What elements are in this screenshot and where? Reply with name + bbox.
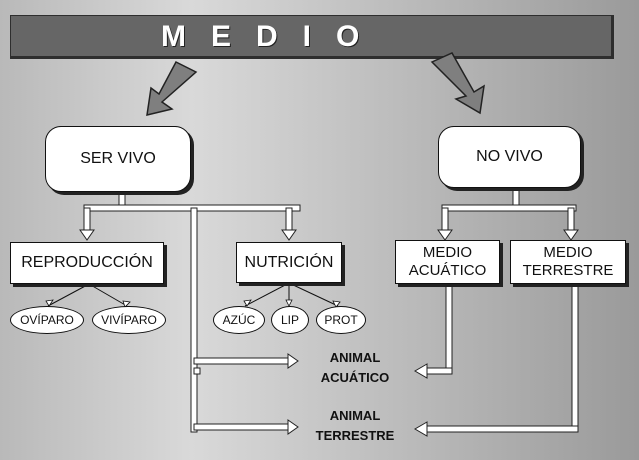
animal-terrestre-label: ANIMAL TERRESTRE: [290, 406, 420, 446]
medio-acuatico-line1: MEDIO: [422, 244, 473, 261]
ser-vivo-label: SER VIVO: [80, 150, 156, 167]
nutricion-label: NUTRICIÓN: [244, 253, 334, 271]
animal-acuatico-label: ANIMAL ACUÁTICO: [298, 348, 412, 388]
ser-vivo-node: SER VIVO: [45, 126, 191, 192]
nutricion-node: NUTRICIÓN: [236, 242, 342, 283]
medio-terrestre-line2: TERRESTRE: [522, 262, 614, 279]
oviparo-label: OVÍPARO: [20, 313, 74, 327]
animal-arrowheads: [287, 353, 428, 437]
medio-terrestre-node: MEDIO TERRESTRE: [510, 240, 626, 284]
diagram-title: MEDIO: [161, 20, 385, 53]
no-vivo-connectors: [441, 187, 577, 234]
azuc-label: AZÚC: [222, 313, 256, 327]
medio-terrestre-line1: MEDIO: [543, 244, 593, 261]
lip-node: LIP: [271, 306, 309, 334]
ser-vivo-arrowheads: [79, 229, 297, 241]
medio-acuatico-node: MEDIO ACUÁTICO: [395, 240, 500, 284]
no-vivo-node: NO VIVO: [438, 126, 581, 188]
lip-label: LIP: [280, 313, 299, 327]
animal-connectors: [193, 283, 579, 433]
animal-terrestre-line2: TERRESTRE: [315, 428, 395, 443]
title-bar: MEDIO: [10, 15, 614, 59]
no-vivo-arrowheads: [437, 229, 579, 241]
prot-node: PROT: [316, 306, 366, 334]
azuc-node: AZÚC: [213, 306, 265, 334]
animal-acuatico-line1: ANIMAL: [329, 350, 381, 365]
oviparo-node: OVÍPARO: [10, 306, 84, 334]
reproduccion-node: REPRODUCCIÓN: [10, 242, 164, 284]
arrow-to-no-vivo: [430, 52, 485, 115]
prot-label: PROT: [324, 313, 358, 327]
medio-acuatico-line2: ACUÁTICO: [408, 262, 487, 279]
animal-terrestre-line1: ANIMAL: [329, 408, 381, 423]
viviparo-node: VIVÍPARO: [92, 306, 166, 334]
viviparo-label: VIVÍPARO: [101, 313, 157, 327]
reproduccion-label: REPRODUCCIÓN: [21, 254, 153, 271]
arrow-to-ser-vivo: [146, 61, 198, 116]
no-vivo-label: NO VIVO: [476, 148, 543, 165]
animal-acuatico-line2: ACUÁTICO: [320, 370, 390, 385]
